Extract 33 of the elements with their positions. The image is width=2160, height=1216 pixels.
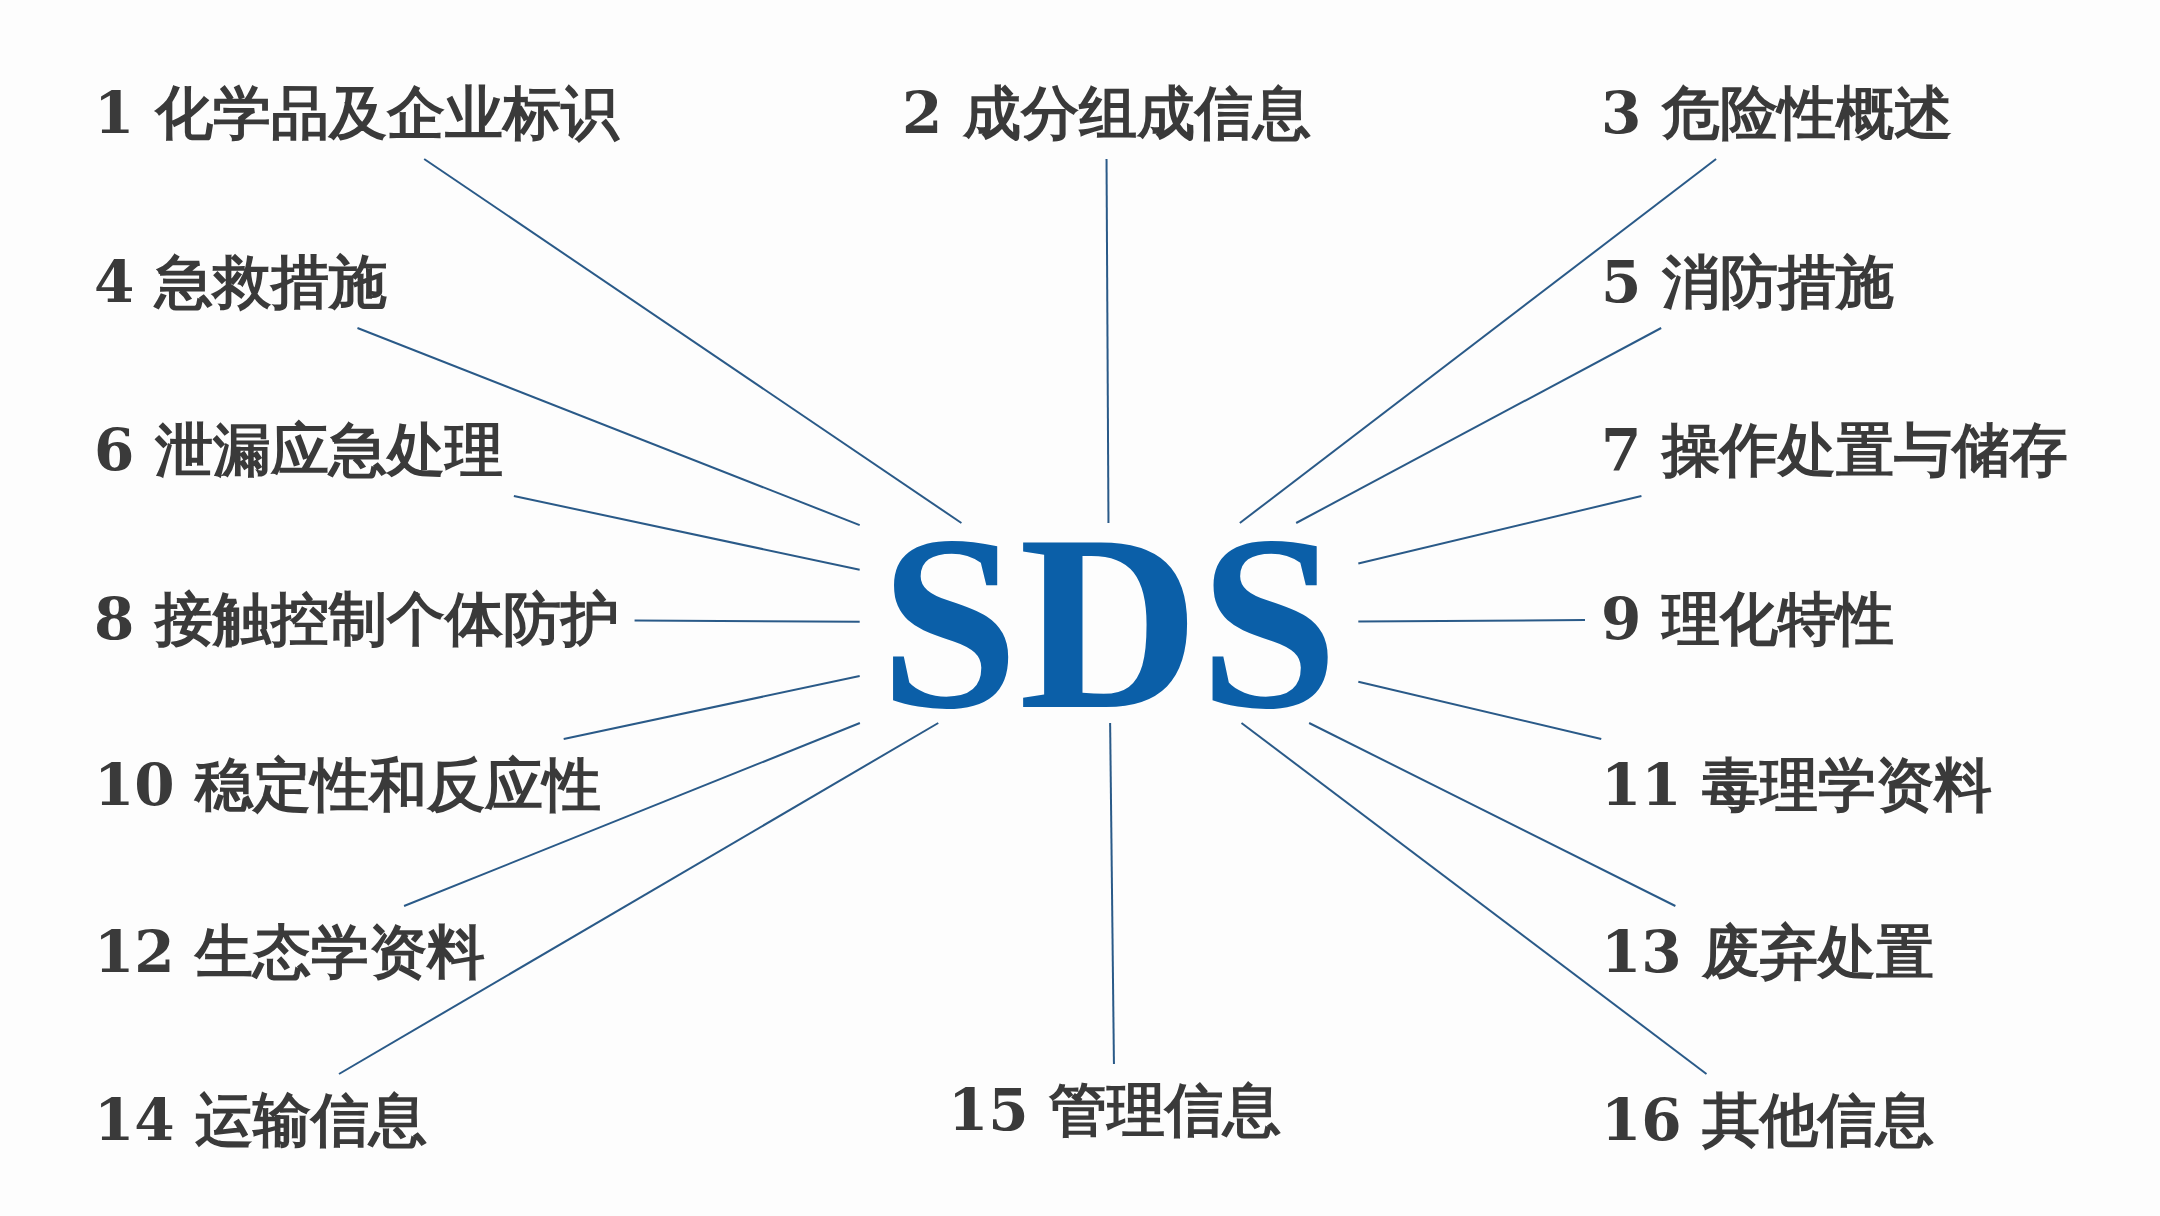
connector-line [1357, 680, 1603, 740]
section-label: 5 消防措施 [1585, 236, 1910, 328]
connector-line [403, 722, 861, 907]
section-label: 11 毒理学资料 [1585, 739, 2008, 831]
section-label: 8 接触控制个体防护 [78, 573, 635, 665]
section-label: 2 成分组成信息 [886, 67, 1327, 159]
connector-line [338, 722, 940, 1075]
connector-line [1357, 495, 1643, 565]
section-label: 15 管理信息 [932, 1064, 1297, 1156]
connector-line [512, 495, 861, 571]
section-label: 16 其他信息 [1585, 1074, 1950, 1166]
connector-line [1240, 722, 1708, 1075]
connector-line [562, 675, 861, 740]
connector-line [1295, 327, 1663, 524]
section-label: 14 运输信息 [78, 1074, 443, 1166]
connector-line [1109, 722, 1115, 1065]
section-label: 3 危险性概述 [1585, 67, 1968, 159]
section-label: 6 泄漏应急处理 [78, 404, 519, 496]
connector-line [633, 619, 861, 623]
section-label: 7 操作处置与储存 [1585, 404, 2084, 496]
connector-line [356, 327, 861, 527]
section-label: 12 生态学资料 [78, 906, 501, 998]
center-text: SDS [859, 523, 1359, 723]
section-label: 4 急救措施 [78, 236, 403, 328]
section-label: 1 化学品及企业标识 [78, 67, 635, 159]
section-label: 9 理化特性 [1585, 573, 1910, 665]
section-label: 13 废弃处置 [1585, 906, 1950, 998]
connector-line [1308, 722, 1677, 907]
connector-line [1357, 619, 1586, 623]
connector-line [423, 158, 963, 524]
connector-line [1238, 158, 1718, 524]
section-label: 10 稳定性和反应性 [78, 739, 617, 831]
connector-line [1105, 158, 1110, 524]
